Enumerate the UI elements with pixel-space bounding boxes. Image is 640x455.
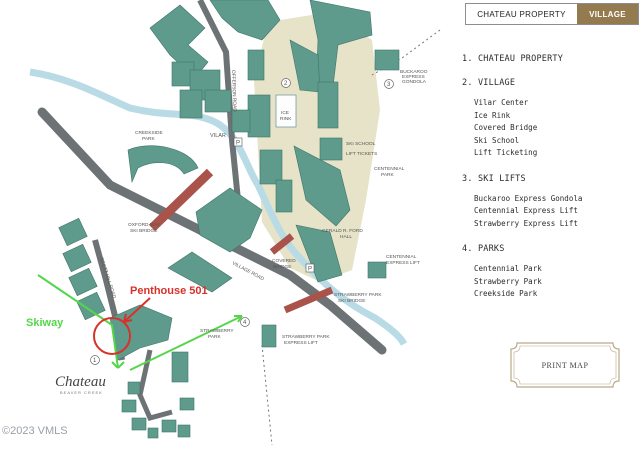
strawberry-lift-line <box>261 344 273 446</box>
route-arrow <box>129 315 243 371</box>
svg-text:PARK: PARK <box>208 334 222 340</box>
penthouse-circle <box>93 317 131 355</box>
legend-item[interactable]: Buckaroo Express Gondola <box>474 193 583 203</box>
svg-text:HALL: HALL <box>340 234 352 240</box>
label-offerson: OFFERSON ROAD <box>230 70 237 113</box>
map-legend: 1. CHATEAU PROPERTY 2. VILLAGE Vilar Cente… <box>462 54 632 315</box>
legend-item[interactable]: Strawberry Park <box>474 276 542 286</box>
label-ski-school: SKI SCHOOL <box>346 141 376 147</box>
svg-text:P: P <box>308 267 312 273</box>
label-covered-bridge: COVERED <box>272 258 296 264</box>
legend-section-title: 3. SKI LIFTS <box>462 173 526 184</box>
legend-section-title: 1. CHATEAU PROPERTY <box>462 54 564 64</box>
offerson-road <box>137 349 173 421</box>
marker-3: 3 <box>387 82 391 88</box>
legend-item[interactable]: Centennial Park <box>474 264 542 273</box>
print-frame-icon <box>510 342 620 388</box>
label-strawberry-bridge: STRAWBERRY PARK <box>334 292 382 298</box>
label-vilar: VILAR <box>210 133 226 139</box>
copyright-text: ©2023 VMLS <box>2 425 68 437</box>
map-canvas: P P 1 2 3 4 CREEKSIDE PARK VILAR ICE RIN… <box>26 0 441 446</box>
resort-map[interactable]: P P 1 2 3 4 CREEKSIDE PARK VILAR ICE RIN… <box>0 0 455 450</box>
svg-text:EXPRESS LIFT: EXPRESS LIFT <box>284 340 318 346</box>
parking-icons: P P <box>233 137 315 273</box>
label-gerald-ford: GERALD R. FORD <box>322 228 363 234</box>
main-road <box>37 107 387 355</box>
label-strawberry-lift: STRAWBERRY PARK <box>282 334 330 340</box>
label-ice-rink: ICE <box>281 110 289 116</box>
label-lift-tickets: LIFT TICKETS <box>346 151 377 157</box>
oxford-bridge <box>148 168 214 232</box>
legend-item[interactable]: Centennial Express Lift <box>474 206 578 215</box>
marker-2: 2 <box>284 81 288 87</box>
label-buckaroo: BUCKAROO <box>400 69 428 75</box>
legend-item[interactable]: Creekside Park <box>474 289 538 298</box>
map-view-tabs: CHATEAU PROPERTY VILLAGE <box>465 3 639 25</box>
strawberry-bridge <box>283 286 334 314</box>
svg-text:GONDOLA: GONDOLA <box>402 79 427 85</box>
tab-village[interactable]: VILLAGE <box>577 4 638 24</box>
marker-1: 1 <box>93 358 97 364</box>
svg-text:SKI BRIDGE: SKI BRIDGE <box>338 298 365 304</box>
svg-text:P: P <box>236 141 240 147</box>
svg-text:RINK: RINK <box>280 116 292 122</box>
legend-item[interactable]: Ice Rink <box>474 110 511 120</box>
label-centennial-park: CENTENNIAL <box>374 166 405 172</box>
svg-text:SKI BRIDGE: SKI BRIDGE <box>130 228 157 234</box>
svg-text:EXPRESS LIFT: EXPRESS LIFT <box>386 260 420 266</box>
penthouse-arrow <box>123 297 151 323</box>
logo-tagline: BEAVER CREEK <box>60 390 103 395</box>
covered-bridge <box>269 233 295 255</box>
legend-item[interactable]: Covered Bridge <box>474 123 538 132</box>
chateau-logo: Chateau <box>55 374 106 390</box>
svg-text:PARK: PARK <box>142 136 156 142</box>
label-centennial-lift: CENTENNIAL <box>386 254 417 260</box>
legend-item[interactable]: Vilar Center <box>474 98 529 107</box>
legend-item[interactable]: Strawberry Express Lift <box>474 218 578 228</box>
print-map-button[interactable]: PRINT MAP <box>509 341 621 389</box>
legend-section-title: 4. PARKS <box>462 244 505 254</box>
label-strawberry-park: STRAWBERRY <box>200 328 234 334</box>
svg-text:BRIDGE: BRIDGE <box>273 264 291 270</box>
skiway-label: Skiway <box>26 317 64 329</box>
ice-rink <box>275 94 297 128</box>
legend-item[interactable]: Lift Ticketing <box>474 148 538 157</box>
penthouse-label: Penthouse 501 <box>130 285 208 297</box>
marker-4: 4 <box>243 320 247 326</box>
label-creekside: CREEKSIDE <box>135 130 163 136</box>
map-markers: 1 2 3 4 <box>90 78 394 365</box>
river <box>29 68 408 346</box>
svg-text:PARK: PARK <box>381 172 395 178</box>
legend-item[interactable]: Ski School <box>474 135 520 145</box>
tab-chateau-property[interactable]: CHATEAU PROPERTY <box>466 4 577 24</box>
label-oxford-way: OXFORD WAY <box>128 222 161 228</box>
buildings <box>58 0 400 439</box>
svg-text:EXPRESS: EXPRESS <box>402 74 425 80</box>
legend-section-title: 2. VILLAGE <box>462 78 516 88</box>
print-map-label: PRINT MAP <box>541 360 589 370</box>
